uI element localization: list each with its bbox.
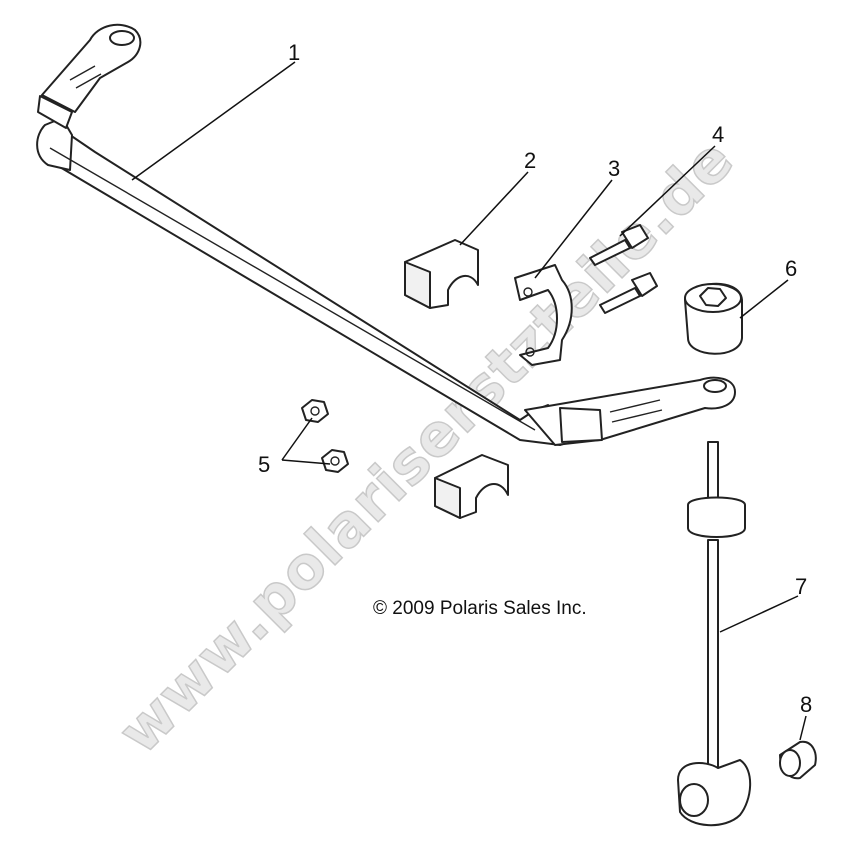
callout-3: 3 bbox=[608, 156, 620, 181]
callout-1: 1 bbox=[288, 40, 300, 65]
rubber-mount bbox=[684, 282, 743, 355]
stabilizer-bar bbox=[36, 23, 736, 446]
callout-6: 6 bbox=[785, 256, 797, 281]
spacer bbox=[779, 740, 817, 780]
copyright-text: © 2009 Polaris Sales Inc. bbox=[373, 598, 587, 619]
callout-2: 2 bbox=[524, 148, 536, 173]
leader-lines bbox=[131, 61, 807, 741]
callout-7: 7 bbox=[795, 574, 807, 599]
callout-8: 8 bbox=[800, 692, 812, 717]
bushing-lower bbox=[434, 454, 509, 519]
end-link bbox=[677, 441, 752, 827]
callout-4: 4 bbox=[712, 122, 724, 147]
nuts bbox=[301, 399, 349, 473]
bracket bbox=[514, 264, 573, 366]
bushing-upper bbox=[404, 239, 479, 309]
callout-5: 5 bbox=[258, 452, 270, 477]
bolts bbox=[589, 224, 658, 314]
